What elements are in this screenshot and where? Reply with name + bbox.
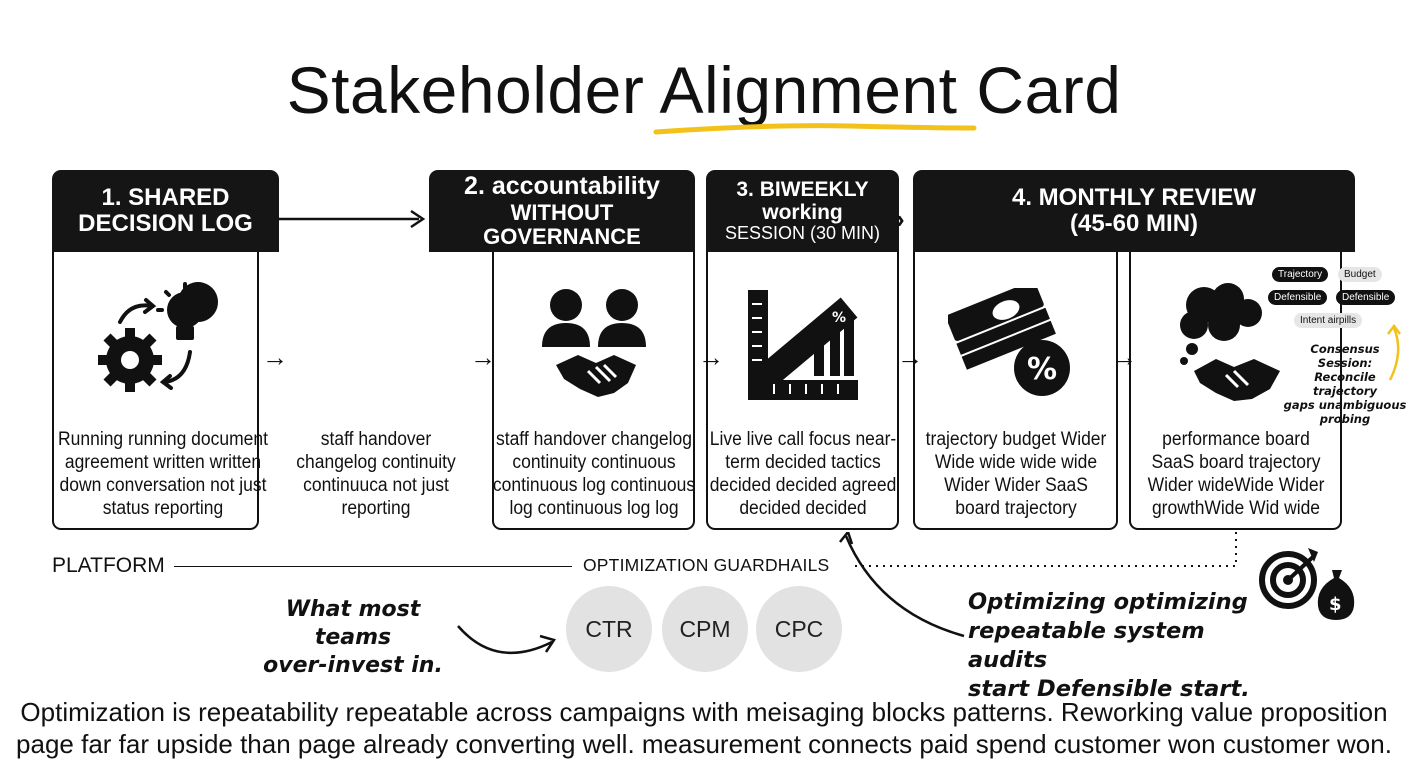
dotted-connector <box>839 532 1237 638</box>
note-arrow <box>1387 323 1401 381</box>
metric-cpc: CPC <box>756 586 842 672</box>
svg-text:%: % <box>832 310 846 326</box>
svg-text:$: $ <box>1329 594 1342 615</box>
tag-pill: Defensible <box>1336 290 1396 305</box>
target-moneybag-icon: $ <box>1259 548 1355 620</box>
chevron-arrow-icon: → <box>470 342 496 372</box>
people-handshake-icon <box>542 289 646 397</box>
ruler-chart-icon: % <box>748 290 858 400</box>
step-2-left-body: staff handover changelog continuity cont… <box>296 429 456 519</box>
title-before: Stakeholder <box>286 53 660 127</box>
tag-pill: Intent airpills <box>1294 313 1363 328</box>
metric-cpm: CPM <box>662 586 748 672</box>
chevron-arrow-icon: → <box>1111 342 1137 372</box>
tag-pill: Trajectory <box>1272 267 1329 282</box>
step-4-right-body: performance board SaaS board trajectory … <box>1147 429 1325 519</box>
tag-pill: Defensible <box>1268 290 1328 305</box>
step-4-body: trajectory budget Wider Wide wide wide w… <box>925 429 1107 519</box>
page-title: Stakeholder Alignment Card <box>0 52 1408 128</box>
metric-ctr: CTR <box>566 586 652 672</box>
tag-pill: Budget <box>1338 267 1382 282</box>
svg-text:%: % <box>1027 352 1057 387</box>
step-4-header: 4. MONTHLY REVIEW(45-60 MIN) <box>913 170 1355 252</box>
step-1-body: Running running document agreement writt… <box>58 429 268 519</box>
step-3-body: Live live call focus near-term decided t… <box>709 429 897 519</box>
guardrails-label: OPTIMIZATION GUARDHAILS <box>583 555 830 575</box>
title-highlight: Alignment <box>659 53 958 127</box>
step-2-body: staff handover changelog continuity cont… <box>492 429 696 519</box>
footer-text: Optimization is repeatability repeatable… <box>16 697 1392 759</box>
money-percent-icon: % <box>948 288 1070 396</box>
title-underline <box>653 123 977 135</box>
chevron-arrow-icon: → <box>698 342 724 372</box>
flow-arrow-1-2 <box>279 209 426 229</box>
thought-handshake-icon <box>1180 283 1280 401</box>
chevron-arrow-icon: → <box>897 342 923 372</box>
step-1-card <box>52 252 259 530</box>
flow-arrow-3-4: › <box>896 204 905 234</box>
left-note-arrow <box>457 625 556 655</box>
title-after: Card <box>957 53 1122 127</box>
platform-line <box>174 566 572 567</box>
gear-lightbulb-icon <box>98 282 218 392</box>
chevron-arrow-icon: → <box>262 342 288 372</box>
platform-label: PLATFORM <box>52 554 165 577</box>
